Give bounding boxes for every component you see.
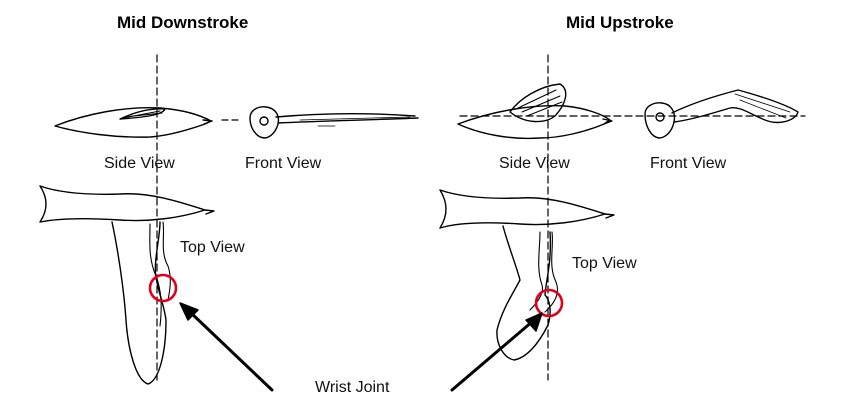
label-side-view-left: Side View bbox=[104, 155, 175, 172]
label-top-view-right: Top View bbox=[572, 255, 637, 272]
wrist-joint-marker-downstroke bbox=[148, 273, 178, 303]
title-mid-downstroke: Mid Downstroke bbox=[117, 13, 249, 32]
front-view-bird-upstroke bbox=[644, 89, 799, 139]
front-view-bird-downstroke bbox=[249, 106, 419, 139]
side-view-bird-downstroke bbox=[54, 106, 213, 138]
wrist-joint-arrow-left bbox=[179, 302, 274, 392]
wrist-joint-arrow-right bbox=[450, 312, 543, 392]
label-side-view-right: Side View bbox=[499, 155, 570, 172]
label-front-view-right: Front View bbox=[650, 155, 727, 172]
title-mid-upstroke: Mid Upstroke bbox=[566, 13, 674, 32]
label-top-view-left: Top View bbox=[180, 239, 245, 256]
side-view-bird-upstroke bbox=[457, 83, 613, 140]
label-front-view-left: Front View bbox=[245, 155, 322, 172]
wrist-joint-marker-upstroke bbox=[534, 288, 564, 318]
label-wrist-joint: Wrist Joint bbox=[315, 379, 390, 396]
top-view-bird-downstroke bbox=[39, 185, 215, 385]
top-view-bird-upstroke bbox=[439, 189, 615, 361]
